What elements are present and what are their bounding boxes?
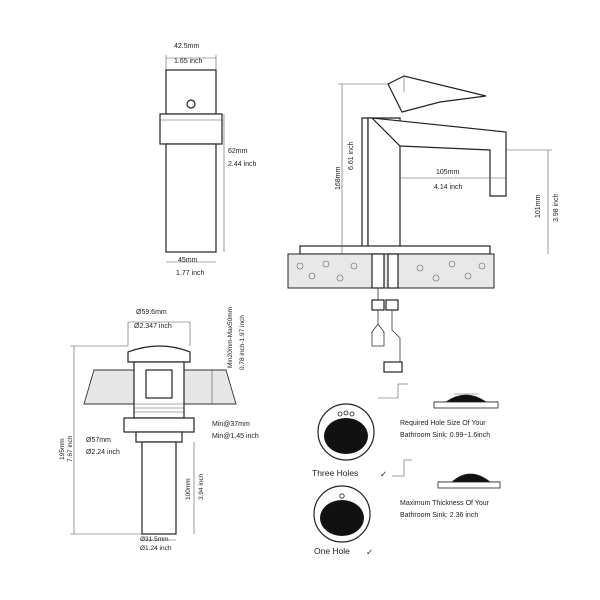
drain-total-in: 7.67 inch bbox=[67, 435, 74, 462]
hole-size-line2: Bathroom Sink: 0.99~1.6inch bbox=[400, 432, 490, 439]
drain-cap-mm: Ø59.6mm bbox=[136, 309, 167, 316]
top-view-drawing bbox=[159, 55, 225, 263]
top-height-in: 2.44 inch bbox=[228, 161, 257, 168]
one-hole-label: One Hole bbox=[314, 546, 350, 556]
drain-min-mm: Min@37mm bbox=[212, 421, 250, 428]
faucet-height-in: 6.61 inch bbox=[348, 141, 355, 170]
drain-cap-in: Ø2.347 inch bbox=[134, 323, 172, 330]
faucet-reach-mm: 105mm bbox=[436, 169, 460, 176]
drain-pipe-in: Ø1.24 inch bbox=[140, 545, 172, 552]
thickness-line1: Maximum Thickness Of Your bbox=[400, 500, 490, 507]
three-holes-label: Three Holes bbox=[312, 468, 358, 478]
top-width-in: 1.65 inch bbox=[174, 58, 203, 65]
faucet-side-drawing bbox=[287, 75, 552, 373]
top-height-mm: 62mm bbox=[228, 148, 248, 155]
thickness-line2: Bathroom Sink: 2.36 inch bbox=[400, 512, 478, 519]
drain-min-in: Min@1.45 inch bbox=[212, 433, 259, 440]
faucet-height-mm: 168mm bbox=[335, 166, 342, 190]
top-base-mm: 45mm bbox=[178, 257, 198, 264]
one-hole-check-icon: ✓ bbox=[366, 547, 373, 557]
drain-tail-mm: 100mm bbox=[185, 478, 192, 500]
hole-size-line1: Required Hole Size Of Your bbox=[400, 420, 486, 427]
drain-flange-in: Ø2.24 inch bbox=[86, 449, 120, 456]
drain-pipe-mm: Ø31.5mm bbox=[140, 536, 169, 543]
install-drawings bbox=[313, 383, 501, 543]
drain-drawing bbox=[70, 321, 237, 541]
drain-thickness-mm: Min20mm-Max50mm bbox=[227, 307, 234, 368]
top-base-in: 1.77 inch bbox=[176, 270, 205, 277]
drain-tail-in: 3.94 inch bbox=[198, 473, 205, 500]
faucet-spout-mm: 101mm bbox=[535, 194, 542, 218]
three-holes-check-icon: ✓ bbox=[380, 469, 387, 479]
drain-flange-mm: Ø57mm bbox=[86, 437, 111, 444]
drain-thickness-in: 0.78 inch-1.97 inch bbox=[239, 315, 246, 370]
drain-total-mm: 195mm bbox=[59, 438, 66, 460]
faucet-spout-in: 3.98 inch bbox=[553, 193, 560, 222]
faucet-reach-in: 4.14 inch bbox=[434, 184, 463, 191]
top-width-mm: 42.5mm bbox=[174, 43, 199, 50]
